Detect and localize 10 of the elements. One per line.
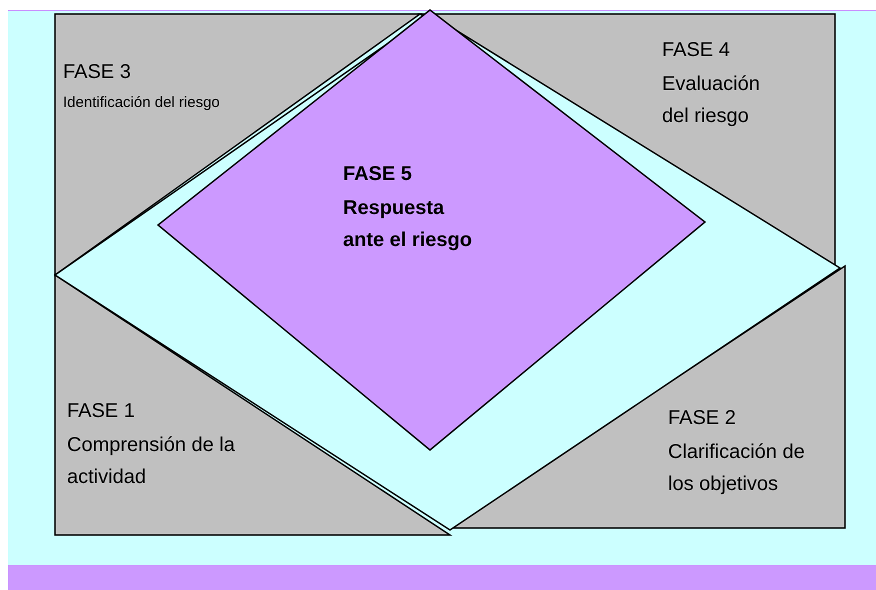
phase-description: Clarificación de los objetivos <box>668 440 806 497</box>
phase-title: FASE 2 <box>668 406 737 430</box>
phase-title: FASE 4 <box>662 38 731 62</box>
phase-title: FASE 3 <box>63 60 132 84</box>
phase-description: Evaluación del riesgo <box>662 72 761 129</box>
phase-title: FASE 5 <box>343 162 413 186</box>
phase-description: Respuesta ante el riesgo <box>343 196 473 253</box>
phase-description: Identificación del riesgo <box>63 93 221 113</box>
phase-description: Comprensión de la actividad <box>67 433 236 490</box>
phase-title: FASE 1 <box>67 399 136 423</box>
